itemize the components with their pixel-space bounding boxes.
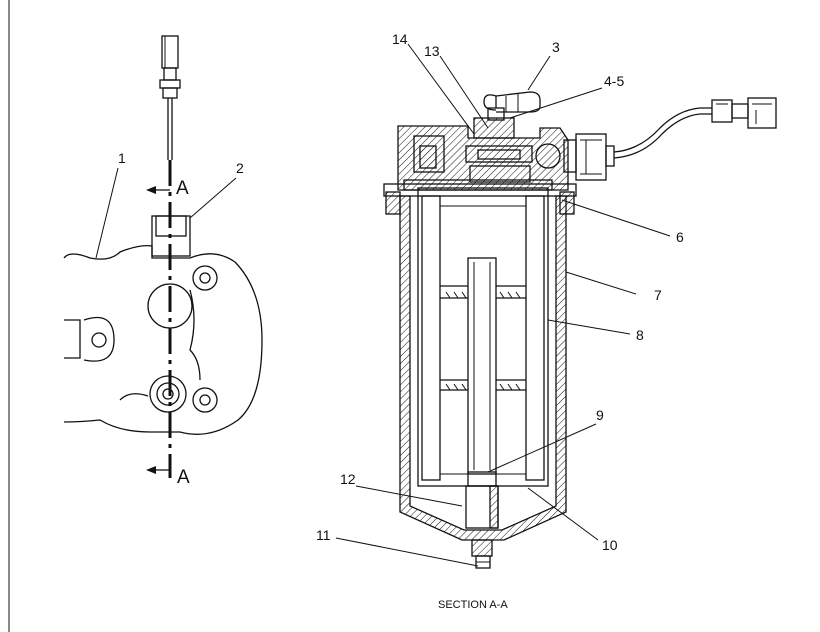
sensor-cable bbox=[613, 107, 712, 153]
side-sensor bbox=[575, 133, 607, 181]
callout-2: 2 bbox=[236, 160, 244, 176]
center-port bbox=[147, 283, 193, 329]
head-body bbox=[63, 244, 263, 435]
cable-connector bbox=[747, 97, 777, 129]
callout-4-5: 4-5 bbox=[604, 73, 624, 89]
section-caption: SECTION A-A bbox=[438, 599, 508, 611]
filter-bowl bbox=[399, 195, 567, 541]
center-tube bbox=[467, 257, 497, 475]
callout-9: 9 bbox=[596, 407, 604, 423]
section-marker-top: A bbox=[176, 178, 189, 199]
callout-3: 3 bbox=[552, 39, 560, 55]
callout-11: 11 bbox=[316, 527, 331, 543]
top-connector bbox=[161, 35, 179, 69]
left-view: A A 1 2 bbox=[63, 35, 263, 488]
callout-12: 12 bbox=[340, 471, 356, 487]
top-pipe bbox=[483, 91, 541, 113]
section-view: 3 4-5 6 7 8 9 10 11 12 13 14 SECTION A-A bbox=[316, 31, 777, 611]
lower-port bbox=[149, 375, 187, 413]
callout-1: 1 bbox=[118, 150, 126, 166]
callout-8: 8 bbox=[636, 327, 644, 343]
callout-6: 6 bbox=[676, 229, 684, 245]
bowl-collar bbox=[383, 183, 577, 197]
callout-7: 7 bbox=[654, 287, 662, 303]
callout-10: 10 bbox=[602, 537, 618, 553]
filter-element bbox=[417, 187, 549, 487]
callout-14: 14 bbox=[392, 31, 408, 47]
head-passage bbox=[465, 145, 533, 163]
section-marker-bottom: A bbox=[177, 467, 190, 488]
callout-13: 13 bbox=[424, 43, 440, 59]
